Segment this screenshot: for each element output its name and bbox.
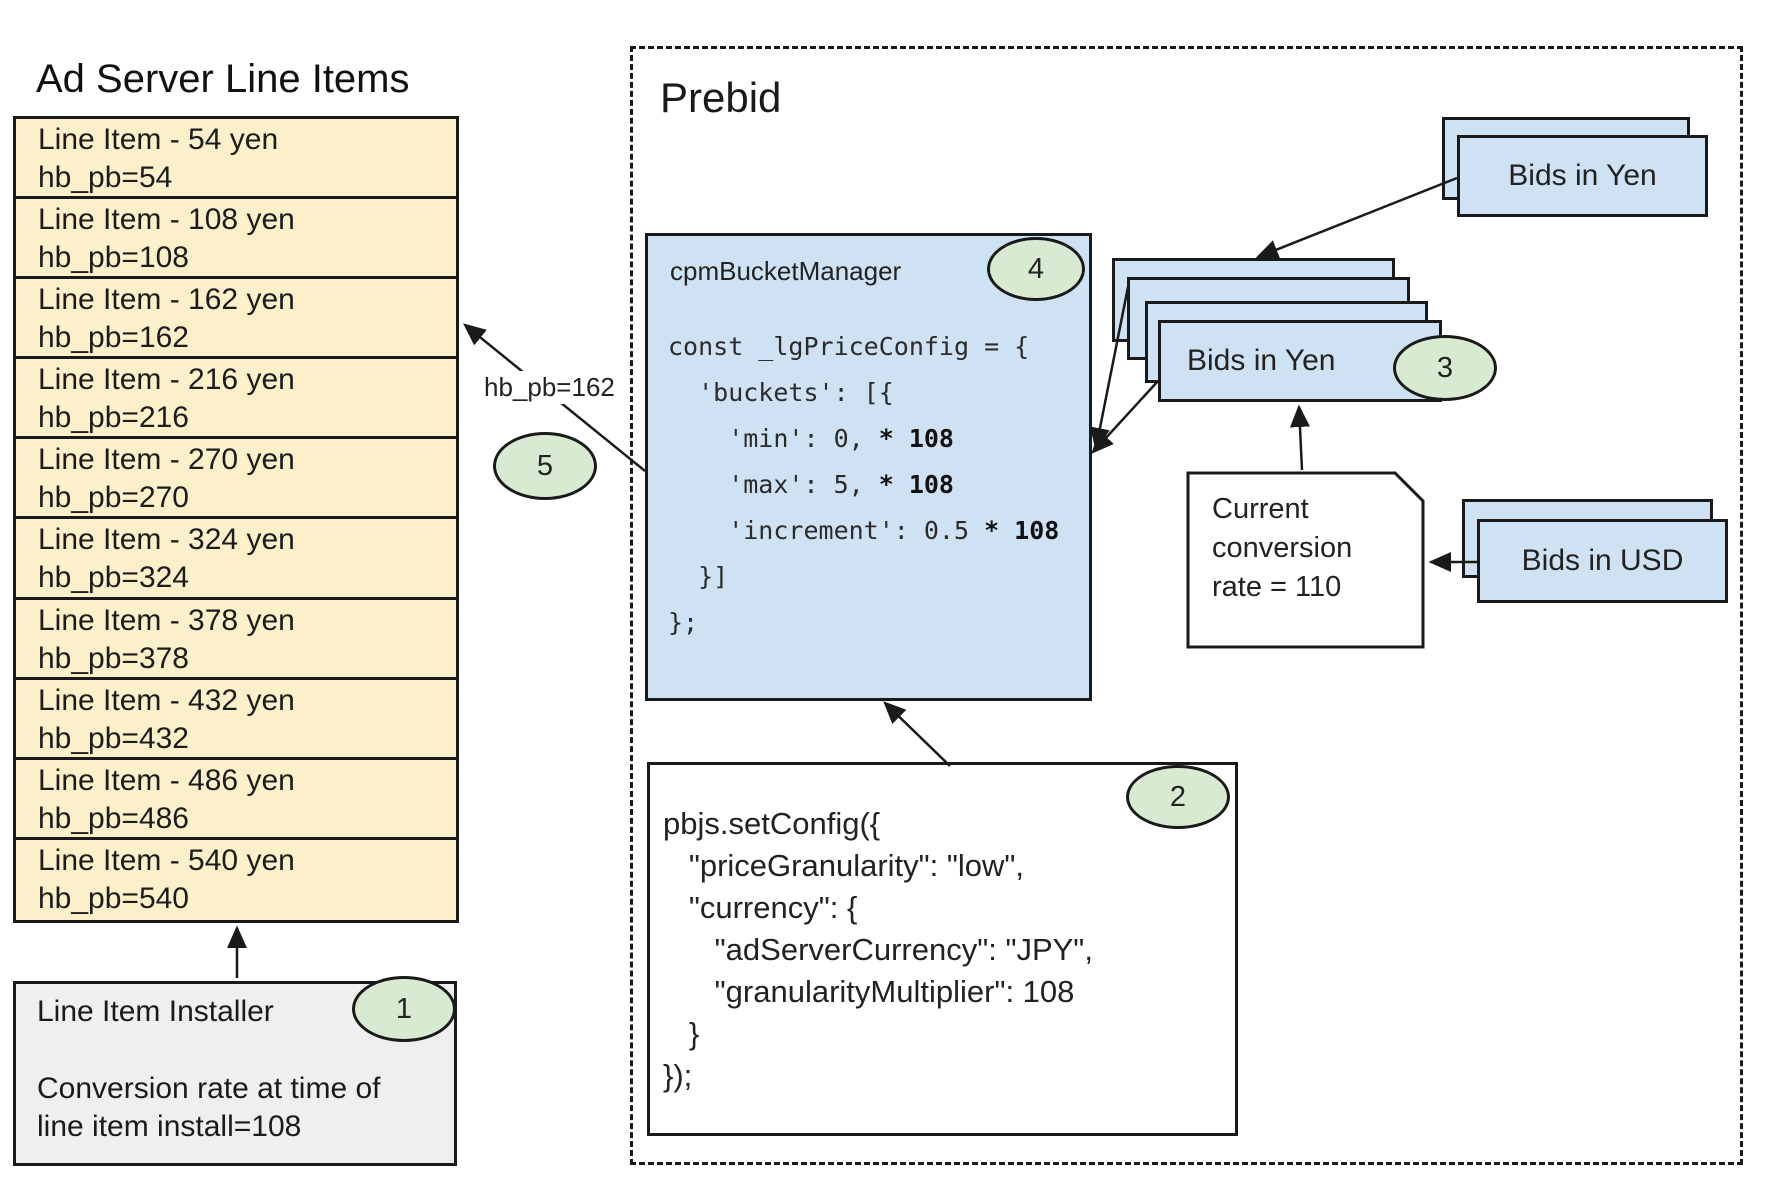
code-text: const _lgPriceConfig = { <box>668 332 1030 361</box>
line-items-table: Line Item - 54 yen hb_pb=54 Line Item - 1… <box>13 116 459 923</box>
code-text: 'increment': 0.5 <box>668 516 985 545</box>
line-item-row: Line Item - 54 yen hb_pb=54 <box>16 119 456 200</box>
line-item-key: hb_pb=378 <box>38 641 189 675</box>
code-line: }; <box>668 600 1059 646</box>
line-item-label: Line Item - 216 yen <box>38 363 295 397</box>
line-item-label: Line Item - 378 yen <box>38 603 295 637</box>
step-badge-1: 1 <box>352 976 456 1042</box>
installer-title: Line Item Installer <box>37 995 274 1028</box>
line-item-row: Line Item - 324 yen hb_pb=324 <box>16 519 456 600</box>
bids-in-usd-label: Bids in USD <box>1521 544 1684 577</box>
step-badge-5: 5 <box>493 432 597 500</box>
code-bold: * 108 <box>878 424 954 453</box>
line-item-label: Line Item - 270 yen <box>38 443 295 477</box>
cpm-bucket-manager-box <box>645 233 1092 701</box>
bids-in-usd-card: Bids in USD <box>1477 519 1728 603</box>
line-item-label: Line Item - 486 yen <box>38 763 295 797</box>
line-item-label: Line Item - 432 yen <box>38 683 295 717</box>
line-item-key: hb_pb=162 <box>38 321 189 355</box>
line-item-key: hb_pb=540 <box>38 881 189 915</box>
line-item-label: Line Item - 54 yen <box>38 123 279 156</box>
code-line: }] <box>668 554 1059 600</box>
bids-in-yen-stack-card-front: Bids in Yen <box>1158 320 1442 402</box>
line-item-row: Line Item - 216 yen hb_pb=216 <box>16 359 456 440</box>
pbjs-setconfig-box <box>647 762 1238 1136</box>
line-item-key: hb_pb=108 <box>38 241 189 275</box>
bids-in-yen-incoming-card: Bids in Yen <box>1457 135 1708 217</box>
step-badge-4-number: 4 <box>1027 252 1045 285</box>
code-text: }; <box>668 608 699 637</box>
step-badge-3-number: 3 <box>1436 351 1454 384</box>
code-line: 'max': 5, * 108 <box>668 462 1059 508</box>
line-item-label: Line Item - 108 yen <box>38 203 295 237</box>
line-item-row: Line Item - 486 yen hb_pb=486 <box>16 760 456 840</box>
ad-server-title: Ad Server Line Items <box>36 57 410 101</box>
pbjs-setconfig-code: pbjs.setConfig({ "priceGranularity": "lo… <box>663 806 1093 1093</box>
code-bold: * 108 <box>984 516 1060 545</box>
line-item-label: Line Item - 324 yen <box>38 523 295 557</box>
line-item-row: Line Item - 162 yen hb_pb=162 <box>16 279 456 360</box>
code-line: 'increment': 0.5 * 108 <box>668 508 1059 554</box>
prebid-title: Prebid <box>660 74 782 121</box>
step-badge-3: 3 <box>1393 335 1497 401</box>
code-line: 'buckets': [{ <box>668 370 1059 416</box>
line-item-row: Line Item - 270 yen hb_pb=270 <box>16 439 456 520</box>
code-text: }] <box>668 562 729 591</box>
hbpb-arrow-label: hb_pb=162 <box>480 371 619 404</box>
step-badge-1-number: 1 <box>395 992 413 1025</box>
code-line: 'min': 0, * 108 <box>668 416 1059 462</box>
code-text: 'min': 0, <box>668 424 879 453</box>
code-bold: * 108 <box>878 470 954 499</box>
prebid-boundary <box>630 46 1743 1165</box>
bids-in-yen-incoming-label: Bids in Yen <box>1508 159 1657 192</box>
step-badge-4: 4 <box>987 237 1085 301</box>
line-item-key: hb_pb=216 <box>38 401 189 435</box>
line-item-key: hb_pb=54 <box>38 161 173 194</box>
code-text: 'buckets': [{ <box>668 378 894 407</box>
step-badge-5-number: 5 <box>536 449 554 482</box>
line-item-row: Line Item - 432 yen hb_pb=432 <box>16 680 456 760</box>
bucket-config-code: const _lgPriceConfig = { 'buckets': [{ '… <box>668 324 1059 646</box>
line-item-key: hb_pb=432 <box>38 721 189 755</box>
step-badge-2: 2 <box>1126 765 1230 829</box>
step-badge-2-number: 2 <box>1169 780 1187 813</box>
installer-note: Conversion rate at time of line item ins… <box>37 1072 381 1143</box>
line-item-key: hb_pb=270 <box>38 481 189 515</box>
conversion-rate-text: Current conversion rate = 110 <box>1212 493 1353 603</box>
line-item-label: Line Item - 540 yen <box>38 843 295 877</box>
cpm-bucket-manager-title: cpmBucketManager <box>670 256 902 286</box>
line-item-row: Line Item - 540 yen hb_pb=540 <box>16 840 456 920</box>
line-item-key: hb_pb=324 <box>38 561 189 595</box>
line-item-key: hb_pb=486 <box>38 801 189 835</box>
line-item-row: Line Item - 378 yen hb_pb=378 <box>16 600 456 680</box>
code-text: 'max': 5, <box>668 470 879 499</box>
code-line: const _lgPriceConfig = { <box>668 324 1059 370</box>
bids-in-yen-stack-label: Bids in Yen <box>1187 344 1336 377</box>
line-item-row: Line Item - 108 yen hb_pb=108 <box>16 199 456 280</box>
line-item-label: Line Item - 162 yen <box>38 283 295 317</box>
